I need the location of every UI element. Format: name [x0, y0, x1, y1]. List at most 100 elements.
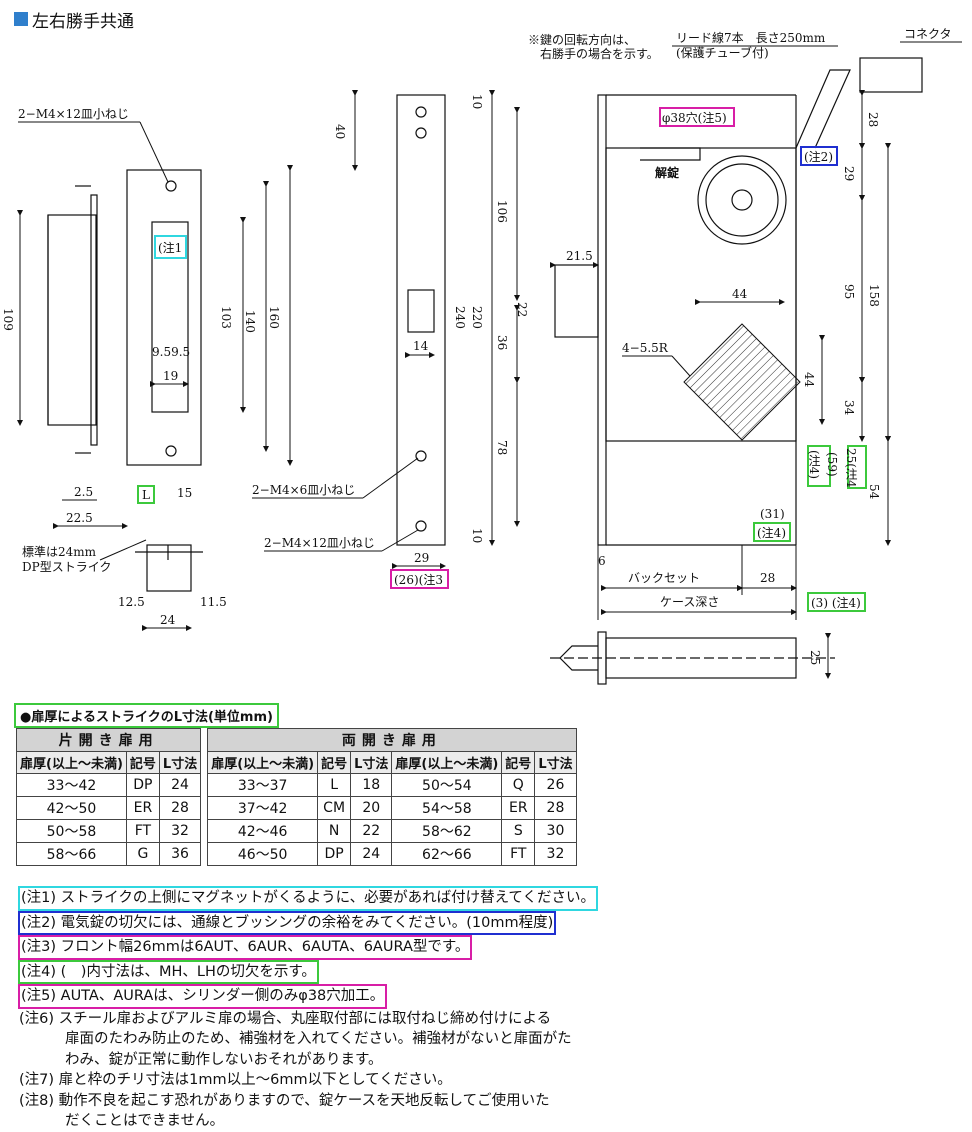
- case-depth-label: ケース深さ: [660, 595, 719, 609]
- double-cell: 42〜46: [207, 819, 319, 843]
- dim-19: 19: [163, 369, 178, 383]
- spindle-square: [683, 323, 801, 441]
- dim-109: 109: [1, 308, 15, 331]
- double-cell: 20: [350, 796, 393, 820]
- header-thickness: 扉厚(以上〜未満): [207, 751, 319, 774]
- dim-34: 34: [842, 400, 856, 416]
- dim-6: 6: [598, 554, 606, 568]
- dim-29-r: 29: [842, 166, 856, 181]
- single-cell: 36: [158, 842, 202, 866]
- group-single: 片開き扉用: [15, 728, 202, 752]
- double-cell: L: [317, 773, 352, 797]
- strike-standard-1: 標準は24mm: [22, 544, 97, 559]
- dim-103: 103: [219, 306, 233, 329]
- dim-15: 15: [177, 486, 192, 500]
- single-cell: 28: [158, 796, 202, 820]
- note-line: (注6) スチール扉およびアルミ扉の場合、丸座取付部には取付ねじ締め付けによる: [19, 1010, 552, 1027]
- radius-label: 4−5.5R: [622, 341, 669, 355]
- screw-top-label: 2−M4×12皿小ねじ: [18, 107, 129, 121]
- dim-10-top: 10: [470, 94, 484, 109]
- header-thickness: 扉厚(以上〜未満): [391, 751, 503, 774]
- rotation-note-1: ※鍵の回転方向は、: [528, 32, 636, 47]
- table-heading: ●扉厚によるストライクのL寸法(単位mm): [14, 703, 279, 728]
- title-square-icon: [14, 12, 28, 26]
- header-code: 記号: [317, 751, 352, 774]
- dim-28-bottom: 28: [760, 571, 775, 585]
- strike-standard-2: DP型ストライク: [22, 560, 111, 574]
- double-cell: 50〜54: [391, 773, 503, 797]
- note-line: 扉面のたわみ防止のため、補強材を入れてください。補強材がないと扉面がた: [65, 1031, 572, 1047]
- note-line: わみ、錠が正常に動作しないおそれがあります。: [65, 1051, 383, 1068]
- rotation-note-2: 右勝手の場合を示す。: [540, 46, 659, 61]
- dim-9595: 9.59.5: [152, 345, 190, 359]
- double-cell: N: [317, 819, 352, 843]
- header-l: L寸法: [158, 751, 202, 774]
- single-cell: 32: [158, 819, 202, 843]
- double-cell: 54〜58: [391, 796, 503, 820]
- dim-44-h: 44: [732, 287, 748, 301]
- dim-10-bottom: 10: [470, 528, 484, 543]
- double-cell: 22: [350, 819, 393, 843]
- note-line: (注8) 動作不良を起こす恐れがありますので、錠ケースを天地反転してご使用いた: [19, 1092, 550, 1109]
- backset-label: バックセット: [628, 571, 700, 585]
- header-code: 記号: [125, 751, 160, 774]
- dim-140: 140: [243, 310, 257, 333]
- note3-tag: (26)(注3: [394, 572, 443, 587]
- note-line: (注1) ストライクの上側にマグネットがくるように、必要があれば付け替えてくださ…: [18, 886, 598, 911]
- note-line: (注3) フロント幅26mmは6AUT、6AUR、6AUTA、6AURA型です。: [18, 935, 598, 960]
- dim-12-5: 12.5: [118, 595, 145, 609]
- dim-240: 240: [453, 306, 467, 329]
- header-code: 記号: [501, 751, 536, 774]
- single-cell: FT: [125, 819, 160, 843]
- double-cell: 58〜62: [391, 819, 503, 843]
- note4-b-2: (注4): [757, 525, 786, 540]
- header-thickness: 扉厚(以上〜未満): [16, 751, 127, 774]
- note4-c: (3) (注4): [811, 595, 861, 610]
- dim-36: 36: [495, 335, 509, 350]
- note4-tag-b: (59): [825, 452, 839, 477]
- lead-wire-2: (保護チューブ付): [676, 45, 769, 60]
- dim-11-5: 11.5: [200, 595, 227, 609]
- dim-2-5: 2.5: [74, 485, 93, 499]
- page-title: 左右勝手共通: [32, 12, 134, 32]
- dim-106: 106: [495, 200, 509, 223]
- double-cell: CM: [317, 796, 352, 820]
- double-cell: FT: [501, 842, 536, 866]
- double-cell: 24: [350, 842, 393, 866]
- dim-25: 25: [808, 650, 822, 665]
- note4-tag-a: (注4): [807, 450, 821, 479]
- dim-95: 95: [842, 284, 856, 299]
- screw-mid-label: 2−M4×6皿小ねじ: [252, 483, 355, 497]
- dim-14: 14: [413, 339, 429, 353]
- single-cell: 33〜42: [16, 773, 127, 797]
- note-line: (注4) ( )内寸法は、MH、LHの切欠を示す。: [18, 959, 598, 984]
- strike-l-table: 片開き扉用 両開き扉用 扉厚(以上〜未満) 記号 L寸法 扉厚(以上〜未満) 記…: [15, 728, 577, 866]
- lead-wire-1: リード線7本 長さ250mm: [676, 30, 826, 45]
- double-cell: 32: [534, 842, 577, 866]
- double-cell: 26: [534, 773, 577, 797]
- dim-160: 160: [267, 306, 281, 329]
- double-cell: 30: [534, 819, 577, 843]
- note5-tag: φ38穴(注5): [662, 110, 727, 125]
- double-cell: S: [501, 819, 536, 843]
- note-line: だくことはできません。: [65, 1113, 225, 1129]
- header-l: L寸法: [350, 751, 393, 774]
- technical-drawing: ※鍵の回転方向は、 右勝手の場合を示す。 リード線7本 長さ250mm (保護チ…: [1, 27, 962, 685]
- bolt-view: [550, 631, 835, 685]
- dim-78: 78: [495, 440, 509, 455]
- double-cell: 62〜66: [391, 842, 503, 866]
- single-cell: DP: [125, 773, 160, 797]
- dim-40: 40: [333, 124, 347, 139]
- double-cell: 28: [534, 796, 577, 820]
- single-cell: 24: [158, 773, 202, 797]
- note-line: (注7) 扉と枠のチリ寸法は1mm以上〜6mm以下としてください。: [19, 1072, 452, 1088]
- connector-label: コネクタ: [904, 27, 952, 41]
- double-cell: 46〜50: [207, 842, 319, 866]
- dim-28-top: 28: [866, 112, 880, 127]
- header-l: L寸法: [534, 751, 577, 774]
- single-cell: 58〜66: [16, 842, 127, 866]
- single-cell: 42〜50: [16, 796, 127, 820]
